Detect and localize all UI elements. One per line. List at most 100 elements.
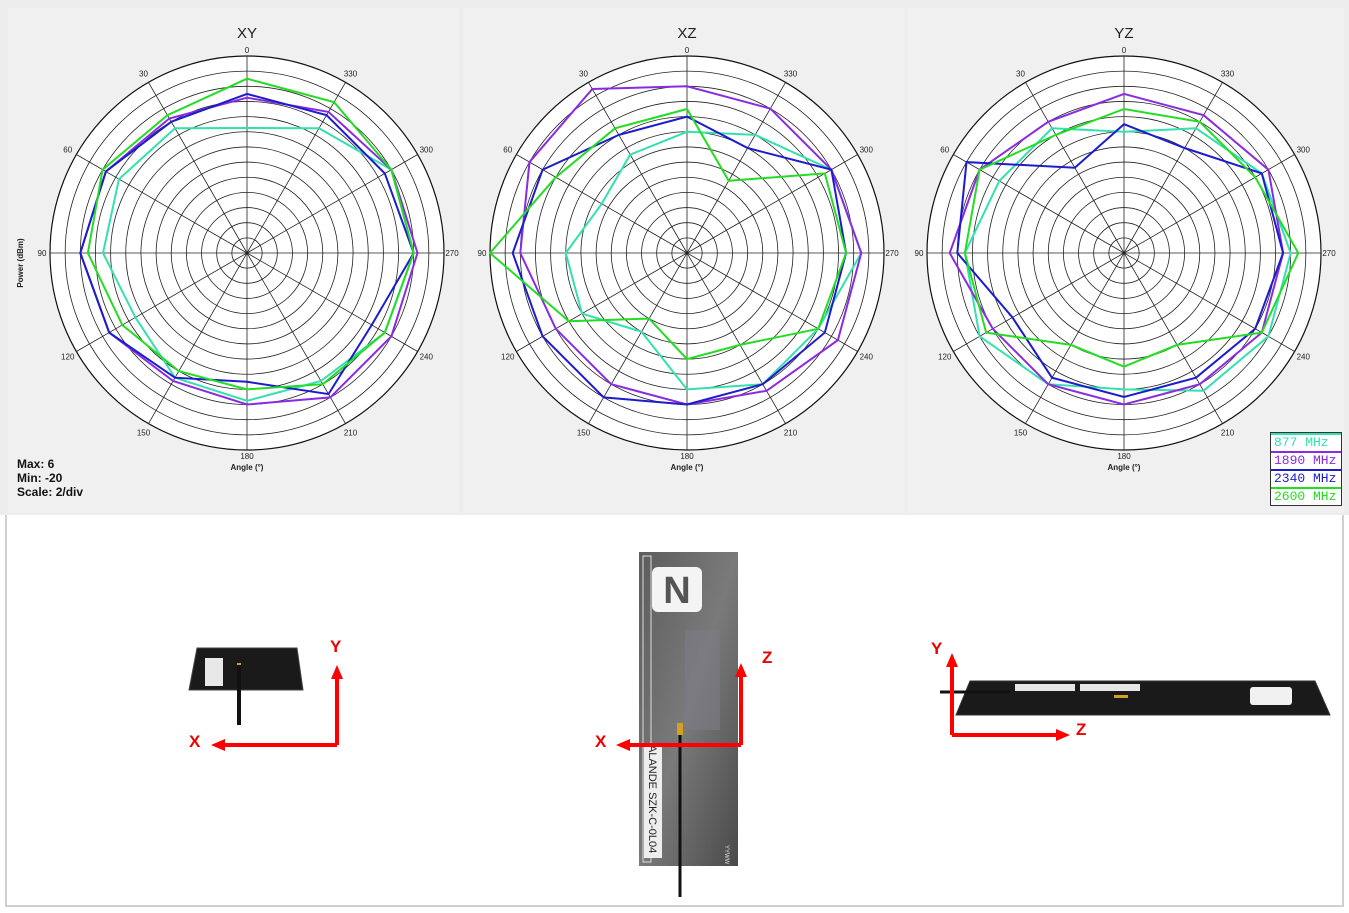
angle-tick-label: 150 bbox=[1014, 428, 1028, 437]
pcb-date-code: YYWW bbox=[723, 845, 729, 865]
polar-spoke bbox=[686, 82, 786, 254]
orientation-diagrams: Y X N ALANDE SZK-C-0L04 YYWW Z X bbox=[0, 515, 1349, 913]
angle-tick-label: 60 bbox=[940, 146, 949, 155]
z-arrow-head bbox=[735, 663, 747, 677]
series-line bbox=[86, 77, 415, 391]
polar-spoke bbox=[1123, 252, 1223, 424]
pcb-label-strip bbox=[1015, 684, 1075, 691]
angle-tick-label: 300 bbox=[420, 146, 434, 155]
angle-tick-label: 0 bbox=[245, 46, 250, 55]
angle-tick-label: 90 bbox=[38, 249, 47, 258]
axis-label-z: Z bbox=[762, 648, 773, 667]
angle-tick-label: 240 bbox=[420, 353, 434, 362]
radial-axis-title: Power (dBm) bbox=[16, 238, 25, 288]
angle-tick-label: 120 bbox=[501, 353, 515, 362]
angle-tick-label: 180 bbox=[240, 452, 254, 461]
polar-spoke bbox=[1123, 252, 1295, 352]
polar-spoke bbox=[516, 252, 688, 352]
pcb-label-strip-2 bbox=[1080, 684, 1140, 691]
polar-spoke bbox=[953, 154, 1125, 254]
angle-tick-label: 90 bbox=[478, 249, 487, 258]
angle-tick-label: 210 bbox=[784, 428, 798, 437]
angle-tick-label: 60 bbox=[63, 146, 72, 155]
axis-label-y: Y bbox=[330, 637, 342, 656]
connector bbox=[1114, 695, 1128, 698]
angle-tick-label: 270 bbox=[1322, 249, 1336, 258]
axis-label-z3: Z bbox=[1076, 720, 1087, 739]
angle-tick-label: 330 bbox=[784, 70, 798, 79]
pcb-label-text: ALANDE SZK-C-0L04 bbox=[646, 745, 658, 853]
axis-label-x: X bbox=[189, 732, 201, 751]
angle-tick-label: 210 bbox=[344, 428, 358, 437]
x-arrow-head bbox=[616, 739, 630, 751]
polar-spoke bbox=[246, 252, 346, 424]
axis-label-x2: X bbox=[595, 732, 607, 751]
xz-orientation-diagram: N ALANDE SZK-C-0L04 YYWW bbox=[616, 552, 747, 897]
pcb-label-strip bbox=[205, 658, 223, 686]
plot-stats: Max: 6 Min: -20 Scale: 2/div bbox=[17, 457, 83, 499]
y-arrow-head bbox=[946, 653, 958, 667]
angle-tick-label: 270 bbox=[445, 249, 459, 258]
polar-spoke bbox=[588, 252, 688, 424]
x-arrow-head bbox=[211, 739, 225, 751]
polar-spoke bbox=[246, 82, 346, 254]
polar-spoke bbox=[953, 252, 1125, 352]
angle-tick-label: 210 bbox=[1221, 428, 1235, 437]
pcb-logo bbox=[1250, 687, 1292, 705]
angle-tick-label: 30 bbox=[579, 70, 588, 79]
polar-spoke bbox=[588, 82, 688, 254]
axis-label-y3: Y bbox=[931, 639, 943, 658]
angle-tick-label: 120 bbox=[938, 353, 952, 362]
plot-title: XY bbox=[237, 25, 257, 42]
angle-tick-label: 270 bbox=[885, 249, 899, 258]
series-line bbox=[488, 107, 848, 361]
angle-tick-label: 150 bbox=[577, 428, 591, 437]
angle-tick-label: 0 bbox=[685, 46, 690, 55]
angle-tick-label: 240 bbox=[1297, 353, 1311, 362]
angle-tick-label: 30 bbox=[1016, 70, 1025, 79]
plot-title: YZ bbox=[1114, 25, 1133, 42]
pcb-label-box bbox=[644, 743, 662, 858]
angle-tick-label: 240 bbox=[860, 353, 874, 362]
series-line bbox=[79, 92, 415, 396]
angle-tick-label: 300 bbox=[860, 146, 874, 155]
angle-tick-label: 330 bbox=[1221, 70, 1235, 79]
angle-tick-label: 180 bbox=[680, 452, 694, 461]
series-line bbox=[963, 107, 1300, 368]
min-label: Min: -20 bbox=[17, 471, 63, 485]
angle-tick-label: 300 bbox=[1297, 146, 1311, 155]
diagram-frame bbox=[5, 515, 1344, 907]
angle-tick-label: 330 bbox=[344, 70, 358, 79]
connector bbox=[677, 723, 683, 735]
angle-tick-label: 150 bbox=[137, 428, 151, 437]
angle-tick-label: 120 bbox=[61, 353, 75, 362]
y-arrow-head bbox=[331, 665, 343, 679]
angle-tick-label: 180 bbox=[1117, 452, 1131, 461]
angle-tick-label: 0 bbox=[1122, 46, 1127, 55]
angular-axis-title: Angle (°) bbox=[231, 463, 264, 472]
polar-spoke bbox=[686, 252, 858, 352]
angular-axis-title: Angle (°) bbox=[671, 463, 704, 472]
polar-spoke bbox=[246, 252, 418, 352]
plot-title: XZ bbox=[677, 25, 696, 42]
angular-axis-title: Angle (°) bbox=[1108, 463, 1141, 472]
polar-spoke bbox=[686, 154, 858, 254]
pcb-logo bbox=[652, 567, 702, 612]
polar-spoke bbox=[76, 154, 248, 254]
angle-tick-label: 60 bbox=[503, 146, 512, 155]
legend-entry: 2340 MHz bbox=[1271, 469, 1341, 487]
antenna-element bbox=[685, 630, 720, 730]
pcb-logo-letter: N bbox=[663, 570, 690, 612]
angle-tick-label: 90 bbox=[915, 249, 924, 258]
max-label: Max: 6 bbox=[17, 457, 55, 471]
xy-orientation-diagram bbox=[188, 647, 343, 751]
legend-entry: 1890 MHz bbox=[1271, 451, 1341, 469]
polar-spoke bbox=[1025, 252, 1125, 424]
legend-entry: 877 MHz bbox=[1271, 433, 1341, 451]
series-line bbox=[511, 115, 848, 406]
polar-spoke bbox=[148, 82, 248, 254]
polar-spoke bbox=[246, 154, 418, 254]
